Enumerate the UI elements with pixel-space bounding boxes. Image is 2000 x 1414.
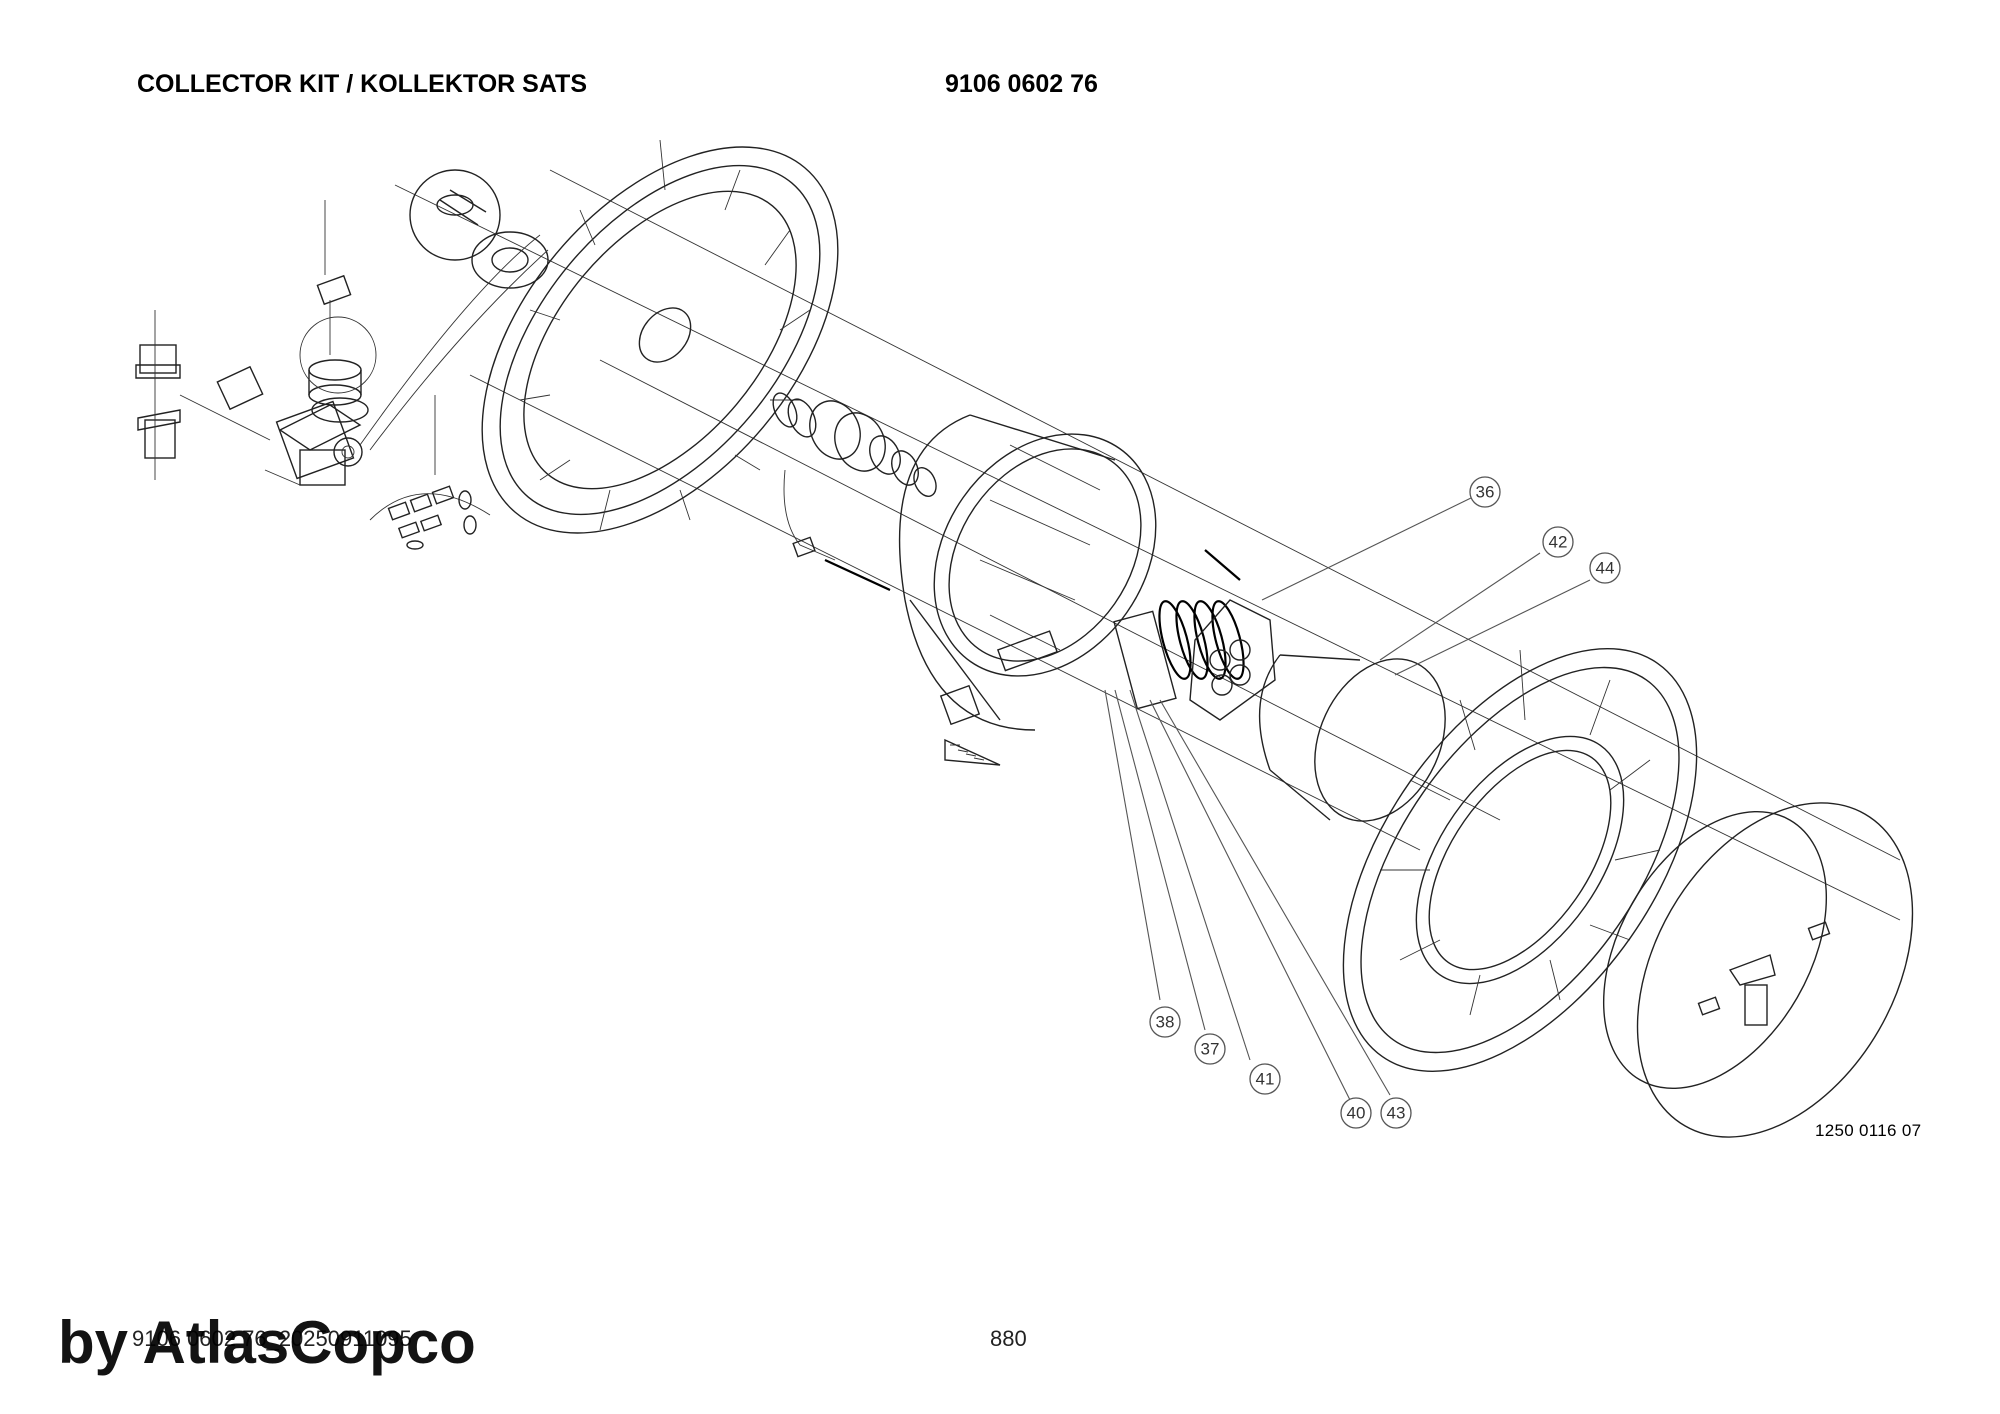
page-number: 880	[990, 1326, 1027, 1351]
left-drum-flange	[481, 139, 839, 534]
callout-40: 40	[1340, 1097, 1372, 1129]
svg-text:40: 40	[1347, 1104, 1366, 1123]
callout-leaders	[1104, 496, 1591, 1101]
cover-cylinder	[1258, 654, 1446, 822]
cable-gland-fitting	[939, 684, 1001, 766]
bearing-stack	[772, 392, 937, 561]
svg-text:37: 37	[1201, 1040, 1220, 1059]
chain-detail	[369, 395, 491, 550]
slip-ring-collector	[824, 549, 1276, 721]
callout-41: 41	[1249, 1063, 1281, 1095]
shaft-flange-plate	[359, 169, 549, 451]
svg-text:36: 36	[1476, 483, 1495, 502]
end-cover-discs	[1602, 802, 1914, 1138]
callout-42: 42	[1542, 526, 1574, 558]
callout-44: 44	[1589, 552, 1621, 584]
callout-43: 43	[1380, 1097, 1412, 1129]
svg-text:41: 41	[1256, 1070, 1275, 1089]
svg-text:44: 44	[1596, 559, 1615, 578]
callout-38: 38	[1149, 1006, 1181, 1038]
motor-gearbox-assembly	[135, 200, 377, 486]
page-title: COLLECTOR KIT / KOLLEKTOR SATS	[137, 70, 587, 98]
callout-36: 36	[1469, 476, 1501, 508]
svg-text:38: 38	[1156, 1013, 1175, 1032]
drawing-number: 1250 0116 07	[1815, 1121, 1922, 1140]
center-drum-cylinder	[898, 414, 1157, 731]
right-drum-flange	[1342, 648, 1698, 1072]
watermark: by AtlasCopco	[58, 1309, 476, 1376]
axis-lines	[394, 169, 1901, 921]
svg-text:42: 42	[1549, 533, 1568, 552]
part-number: 9106 0602 76	[945, 70, 1098, 98]
svg-text:43: 43	[1387, 1104, 1406, 1123]
callout-37: 37	[1194, 1033, 1226, 1065]
footer-document-id: 9106 0602 76_20250911095	[132, 1326, 412, 1351]
